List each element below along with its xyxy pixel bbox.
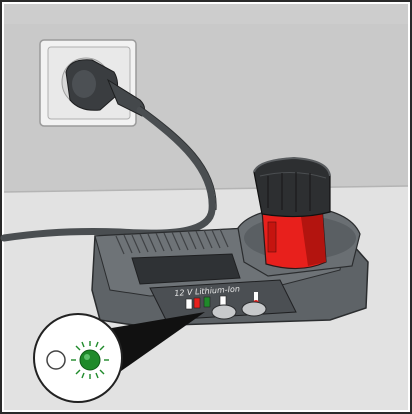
led-off-indicator xyxy=(47,351,65,369)
battery-pack xyxy=(254,158,330,269)
led-zoom-callout xyxy=(34,314,122,402)
